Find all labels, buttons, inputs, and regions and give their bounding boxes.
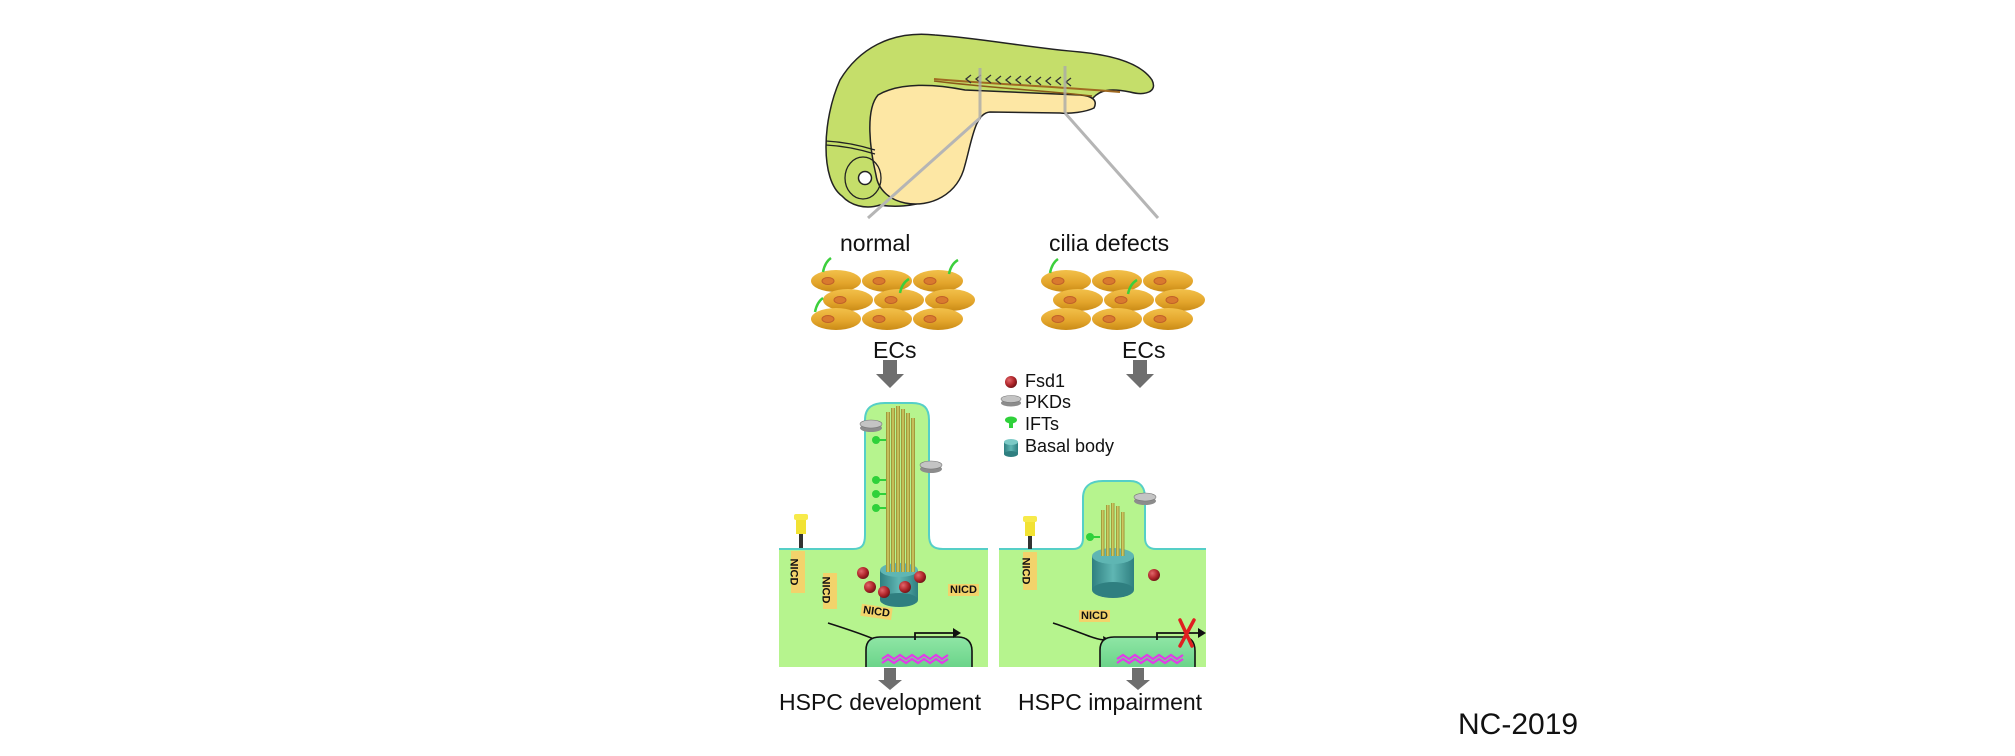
cilium-short: [1092, 503, 1134, 598]
cell-nucleus: [1051, 315, 1065, 323]
notch-receptor: [1023, 516, 1037, 549]
arrow-down-icon: [876, 360, 1154, 690]
eye-icon: [857, 170, 873, 186]
label-normal: normal: [840, 230, 911, 256]
primary-cilium: [947, 258, 959, 275]
label-ecs-normal: ECs: [873, 337, 917, 363]
cell-nucleus: [1153, 315, 1167, 323]
nicd-tag: NICD: [819, 576, 832, 604]
cell-nucleus: [821, 277, 835, 285]
endothelial-cell: [874, 289, 924, 311]
eye-outline-icon: [844, 156, 882, 200]
endothelial-cell: [925, 289, 975, 311]
dna-icon: [881, 653, 949, 661]
zoom-line-right: [1063, 112, 1160, 219]
cell-nucleus: [1051, 277, 1065, 285]
endothelial-cell: [811, 270, 861, 292]
label-cilia-defects: cilia defects: [1049, 230, 1170, 256]
outcome-hspc-development: HSPC development: [779, 689, 981, 715]
legend-icons: [1000, 376, 1022, 457]
legend-pkds: PKDs: [1025, 392, 1072, 412]
ec-cluster-normal: [811, 256, 975, 330]
cell-nucleus: [821, 315, 835, 323]
primary-cilium: [898, 277, 910, 294]
cell-nucleus: [833, 296, 847, 304]
somites: [964, 74, 1072, 87]
endothelial-cell: [1092, 308, 1142, 330]
zebrafish-embryo: [825, 33, 1160, 220]
endothelial-cell: [1053, 289, 1103, 311]
endothelial-cell: [1104, 289, 1154, 311]
legend-ifts: IFTs: [1025, 414, 1059, 434]
basal-body-cylinder-icon: [1004, 439, 1018, 457]
endothelial-cell: [1041, 308, 1091, 330]
cell-nucleus: [884, 296, 898, 304]
nicd-tag: NICD: [1079, 610, 1110, 622]
cell-nucleus: [872, 277, 886, 285]
fsd1-cluster: [857, 567, 926, 598]
endothelial-cell: [1041, 270, 1091, 292]
endothelial-cell: [862, 308, 912, 330]
endothelial-cell: [1155, 289, 1205, 311]
cell-nucleus: [1063, 296, 1077, 304]
cell-nucleus: [1102, 315, 1116, 323]
citation-label: NC-2019: [1458, 708, 1579, 741]
cell-nucleus: [1114, 296, 1128, 304]
primary-cilium: [1048, 257, 1059, 274]
legend-basal-body: Basal body: [1025, 436, 1115, 456]
zoom-line-left: [867, 116, 981, 220]
pkd-disc-icon: [1000, 395, 1022, 407]
cilium-axoneme: [880, 406, 918, 607]
primary-cilium: [1126, 278, 1138, 295]
transcription-arrow-icon: [953, 628, 961, 638]
primary-cilium: [821, 256, 832, 273]
endothelial-cell: [1143, 308, 1193, 330]
ift-pin-icon: [1005, 416, 1017, 428]
nicd-tag: NICD: [787, 558, 800, 586]
block-x-icon: [1178, 618, 1196, 648]
cell-nucleus: [1165, 296, 1179, 304]
endothelial-cell: [913, 308, 963, 330]
label-ecs-defect: ECs: [1122, 337, 1166, 363]
ec-cluster-defect: [1041, 257, 1205, 330]
endothelial-cell: [913, 270, 963, 292]
cell-nucleus: [935, 296, 949, 304]
primary-cilium: [813, 296, 824, 313]
outcome-hspc-impairment: HSPC impairment: [1018, 689, 1203, 715]
cell-nucleus: [872, 315, 886, 323]
ift-particles: [872, 436, 886, 512]
cell-panel-defect: [999, 480, 1206, 667]
notch-receptor: [794, 514, 808, 548]
endothelial-cell: [862, 270, 912, 292]
cell-panel-normal: [779, 402, 988, 667]
endothelial-cell: [811, 308, 861, 330]
endothelial-cell: [1143, 270, 1193, 292]
fsd1-sphere-icon: [1005, 376, 1017, 388]
pkd-proteins: [859, 419, 943, 473]
cell-nucleus: [1153, 277, 1167, 285]
nicd-tag: NICD: [1019, 557, 1032, 585]
fsd1-sphere: [1148, 569, 1160, 581]
endothelial-cell: [823, 289, 873, 311]
legend-fsd1: Fsd1: [1025, 371, 1066, 391]
nicd-tag: NICD: [948, 584, 979, 596]
cell-nucleus: [1102, 277, 1116, 285]
cell-nucleus: [923, 315, 937, 323]
cell-nucleus: [923, 277, 937, 285]
